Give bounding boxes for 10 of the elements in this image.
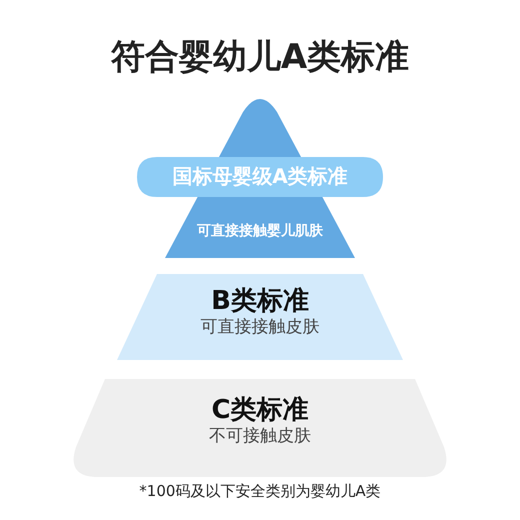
footnote: *100码及以下安全类别为婴幼儿A类 [139, 482, 381, 500]
level-heading: B类标准 [211, 286, 309, 318]
title: 符合婴幼儿A类标准 [110, 37, 410, 77]
pyramid-middle-tier [117, 274, 403, 360]
level-heading: C类标准 [211, 395, 309, 426]
level-badge-text: 国标母婴级A类标准 [172, 164, 348, 188]
level-description: 不可接触皮肤 [209, 426, 311, 447]
level-description: 可直接接触婴儿肌肤 [197, 223, 323, 240]
level-badge [137, 157, 383, 197]
level-description: 可直接接触皮肤 [200, 317, 320, 338]
